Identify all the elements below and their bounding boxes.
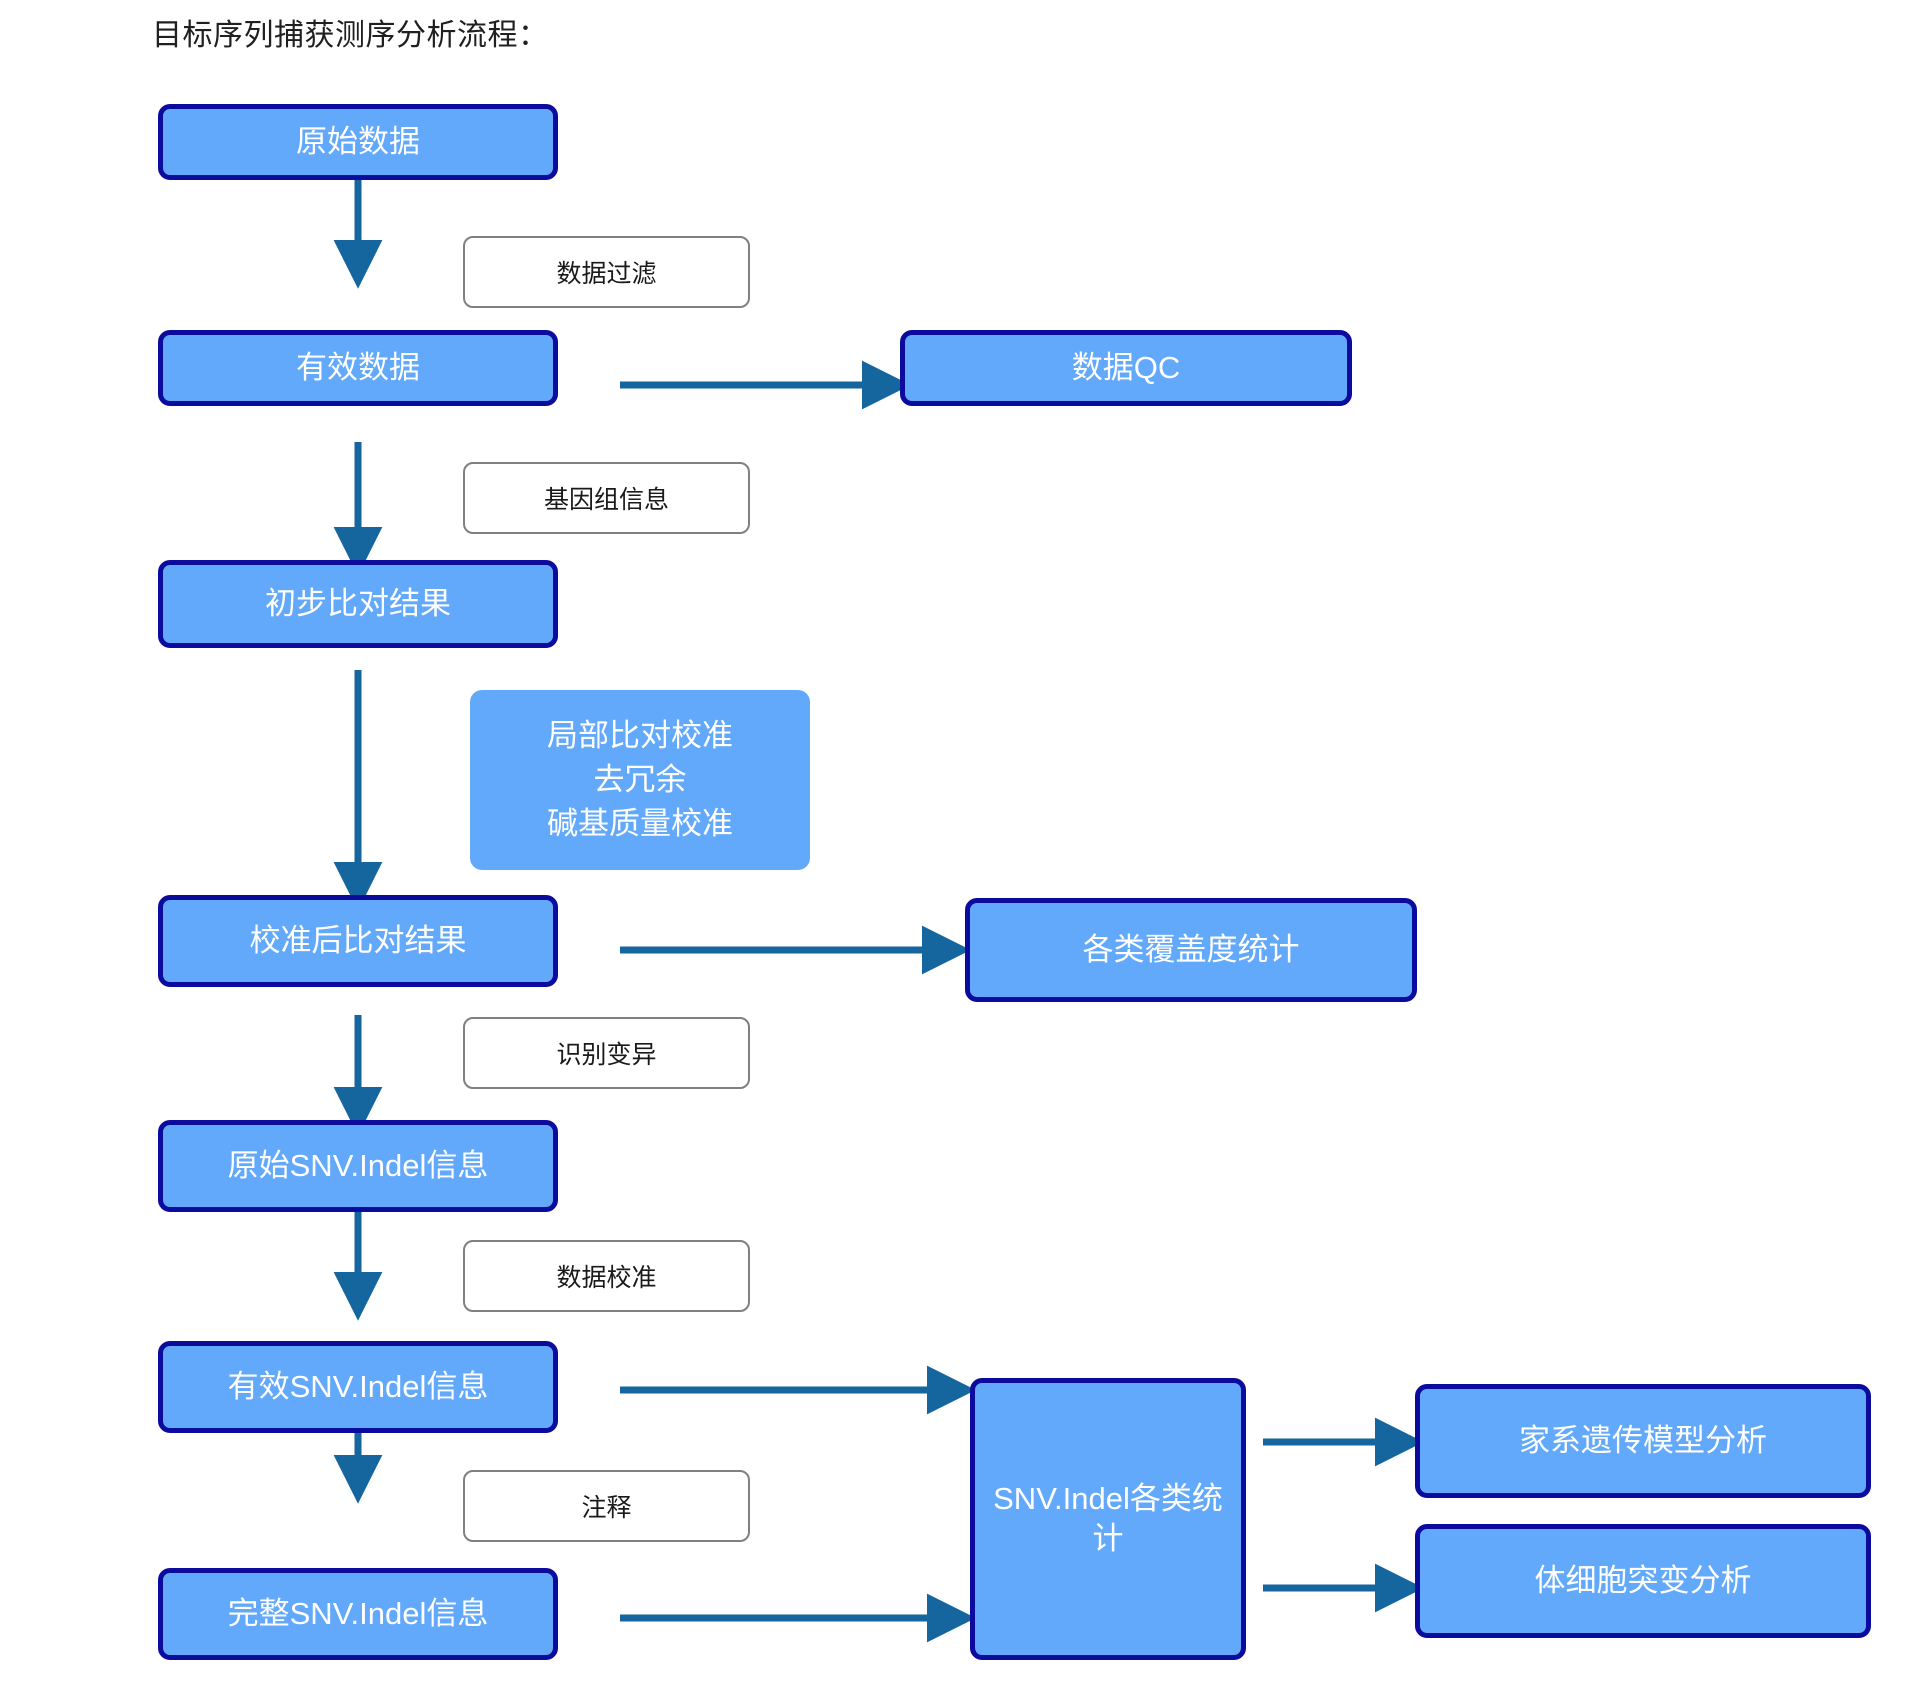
node-pedigree-analysis-label: 家系遗传模型分析 [1519, 1423, 1767, 1459]
node-raw-data[interactable]: 原始数据 [158, 104, 558, 180]
page-title: 目标序列捕获测序分析流程： [152, 19, 549, 52]
node-initial-alignment-label: 初步比对结果 [265, 586, 451, 622]
edge-label-calibrate[interactable]: 数据校准 [463, 1240, 750, 1312]
node-calibrated-alignment[interactable]: 校准后比对结果 [158, 895, 558, 987]
node-somatic-analysis-label: 体细胞突变分析 [1534, 1563, 1752, 1599]
node-raw-snv-indel[interactable]: 原始SNV.Indel信息 [158, 1120, 558, 1212]
edge-label-annotate-text: 注释 [581, 1494, 632, 1522]
node-valid-snv-indel-label: 有效SNV.Indel信息 [227, 1369, 489, 1405]
edge-label-filter-text: 数据过滤 [556, 260, 657, 288]
node-realign-note-label: 局部比对校准 去冗余 碱基质量校准 [547, 717, 733, 841]
node-raw-data-label: 原始数据 [296, 124, 420, 160]
node-raw-snv-indel-label: 原始SNV.Indel信息 [227, 1148, 489, 1184]
node-valid-data[interactable]: 有效数据 [158, 330, 558, 406]
node-realign-note[interactable]: 局部比对校准 去冗余 碱基质量校准 [470, 690, 810, 870]
node-somatic-analysis[interactable]: 体细胞突变分析 [1415, 1524, 1871, 1638]
edge-label-genome-info[interactable]: 基因组信息 [463, 462, 750, 534]
node-pedigree-analysis[interactable]: 家系遗传模型分析 [1415, 1384, 1871, 1498]
edge-label-call-variants-text: 识别变异 [556, 1041, 657, 1069]
node-coverage-stats-label: 各类覆盖度统计 [1082, 932, 1300, 968]
node-snv-indel-stats-label: SNV.Indel各类统 计 [993, 1481, 1223, 1556]
node-calibrated-alignment-label: 校准后比对结果 [249, 923, 467, 959]
node-full-snv-indel[interactable]: 完整SNV.Indel信息 [158, 1568, 558, 1660]
node-snv-indel-stats[interactable]: SNV.Indel各类统 计 [970, 1378, 1246, 1660]
node-data-qc-label: 数据QC [1071, 350, 1181, 386]
edge-label-annotate[interactable]: 注释 [463, 1470, 750, 1542]
node-full-snv-indel-label: 完整SNV.Indel信息 [227, 1596, 489, 1632]
node-coverage-stats[interactable]: 各类覆盖度统计 [965, 898, 1417, 1002]
edge-label-calibrate-text: 数据校准 [556, 1264, 657, 1292]
node-data-qc[interactable]: 数据QC [900, 330, 1352, 406]
node-valid-snv-indel[interactable]: 有效SNV.Indel信息 [158, 1341, 558, 1433]
edge-label-call-variants[interactable]: 识别变异 [463, 1017, 750, 1089]
node-initial-alignment[interactable]: 初步比对结果 [158, 560, 558, 648]
node-valid-data-label: 有效数据 [296, 350, 420, 386]
edge-label-filter[interactable]: 数据过滤 [463, 236, 750, 308]
edge-label-genome-info-text: 基因组信息 [543, 486, 669, 514]
